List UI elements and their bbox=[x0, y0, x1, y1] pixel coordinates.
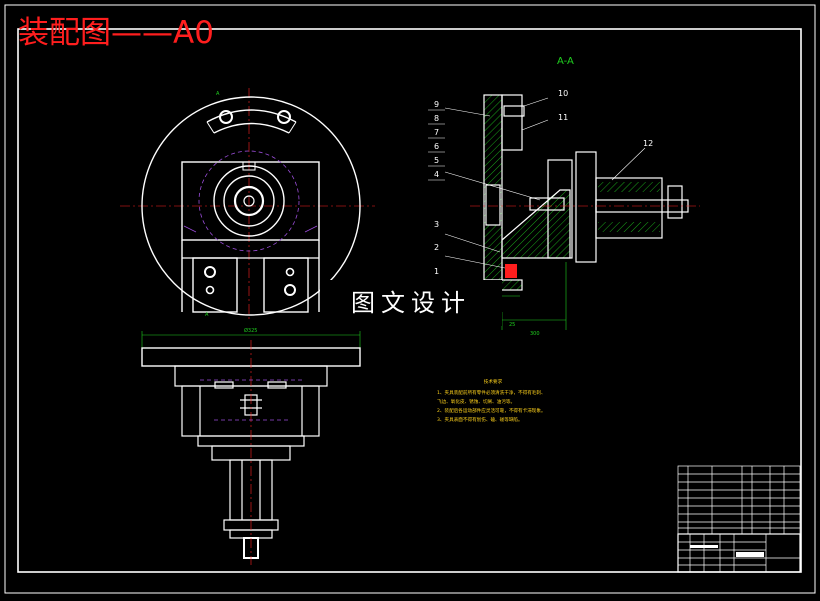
arc-slot bbox=[206, 109, 297, 134]
dimension-a: 25 bbox=[509, 322, 515, 328]
lower-block-right bbox=[263, 257, 309, 313]
part-number-2: 2 bbox=[434, 243, 439, 252]
arc-slot-end-left bbox=[206, 121, 215, 134]
outer-frame bbox=[4, 4, 816, 594]
top-view: A A bbox=[120, 88, 375, 320]
arc-slot-end-right bbox=[288, 121, 297, 134]
part-number-1: 1 bbox=[434, 267, 439, 276]
notes-heading: 技术要求 bbox=[483, 380, 503, 385]
part-number-5: 5 bbox=[434, 156, 439, 165]
technical-notes: 技术要求 1、夹具装配前所有零件必须清洗干净，不得有毛刺、飞边、氧化皮、锈蚀、切… bbox=[437, 378, 549, 425]
part-number-3: 3 bbox=[434, 220, 439, 229]
rod-end bbox=[667, 185, 683, 219]
slot-bolt-left bbox=[219, 110, 233, 124]
part-number-ladder bbox=[428, 109, 445, 181]
clamp-body-top bbox=[181, 161, 320, 241]
section-view bbox=[428, 94, 700, 330]
nut-left bbox=[214, 381, 234, 389]
plate-width-dimension: Ø325 bbox=[244, 327, 257, 334]
cylinder-hatch-lower bbox=[598, 222, 660, 232]
tb-fill-block bbox=[736, 552, 764, 557]
view-letter-top: A bbox=[216, 91, 220, 97]
body-middle bbox=[181, 385, 320, 437]
bolt-4 bbox=[529, 197, 565, 211]
hub-ring-mid bbox=[223, 175, 275, 227]
hidden-edges-top bbox=[183, 225, 318, 233]
screw-head-4 bbox=[284, 284, 296, 296]
cylinder-hatch bbox=[598, 182, 660, 192]
part-number-8: 8 bbox=[434, 114, 439, 123]
pin-2 bbox=[505, 264, 517, 278]
hub-bore bbox=[243, 195, 255, 207]
screw-head-1 bbox=[204, 266, 216, 278]
section-bracket bbox=[501, 189, 571, 259]
part-number-12: 12 bbox=[643, 139, 653, 148]
slot-bolt-right bbox=[277, 110, 291, 124]
screw-head-3 bbox=[285, 267, 295, 277]
section-flange bbox=[575, 151, 597, 263]
title-block bbox=[677, 465, 801, 573]
section-support-plate bbox=[547, 159, 573, 259]
section-column-right bbox=[501, 94, 523, 151]
screw-head-2 bbox=[205, 285, 215, 295]
section-dimension-lines bbox=[501, 262, 567, 330]
hidden-bore bbox=[198, 150, 300, 252]
inner-frame bbox=[17, 28, 802, 573]
lower-block-left bbox=[192, 257, 238, 313]
hub-ring-inner bbox=[233, 185, 265, 217]
dimension-b: 300 bbox=[530, 331, 540, 337]
drawing-title: 装配图——A0 bbox=[18, 15, 214, 51]
section-window bbox=[485, 184, 501, 226]
watermark-banner: 图文设计 bbox=[320, 280, 502, 326]
part-number-7: 7 bbox=[434, 128, 439, 137]
nut-10 bbox=[503, 105, 525, 117]
part-number-9: 9 bbox=[434, 100, 439, 109]
nut-right bbox=[267, 381, 287, 389]
base-disc-outline bbox=[141, 96, 361, 316]
tb-fill-block-2 bbox=[690, 545, 718, 548]
part-number-10: 10 bbox=[558, 89, 568, 98]
notes-line-3: 3、夹具表面不得有划伤、磕、碰等缺陷。 bbox=[437, 418, 523, 423]
section-label: A-A bbox=[557, 56, 574, 67]
notes-line-1: 1、夹具装配前所有零件必须清洗干净，不得有毛刺、飞边、氧化皮、锈蚀、切屑、油污等… bbox=[437, 391, 546, 405]
part-number-11: 11 bbox=[558, 113, 568, 122]
key-slot bbox=[242, 161, 256, 171]
front-view bbox=[141, 331, 361, 565]
leader-lines bbox=[444, 97, 646, 269]
bom-table bbox=[677, 465, 801, 535]
view-letter-bottom: A bbox=[205, 312, 209, 318]
title-block-box bbox=[677, 533, 801, 573]
notes-line-2: 2、装配后各运动部件应灵活可靠，不得有卡滞现象。 bbox=[437, 409, 546, 414]
hub-ring-outer bbox=[213, 165, 285, 237]
hidden-lines-front bbox=[200, 379, 302, 421]
part-number-4: 4 bbox=[434, 170, 439, 179]
part-number-6: 6 bbox=[434, 142, 439, 151]
